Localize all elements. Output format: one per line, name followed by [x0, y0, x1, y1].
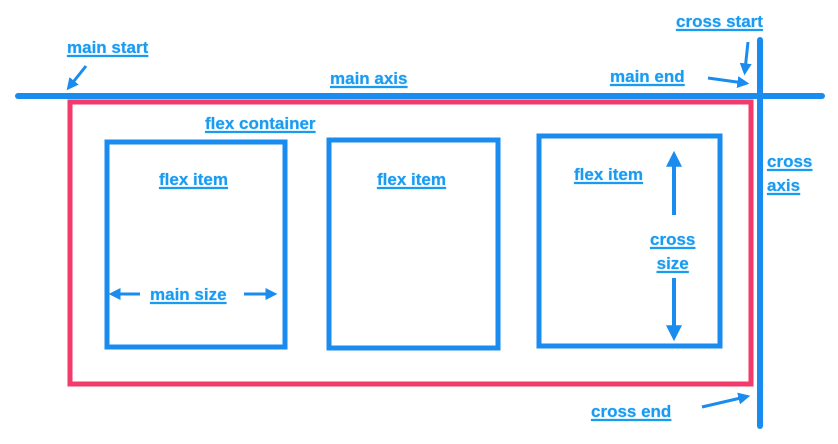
flex-item-box-3 — [536, 133, 723, 349]
label-cross-end: cross end — [591, 402, 672, 421]
label-cross-axis-line2: axis — [767, 176, 801, 195]
label-cross-axis-line1: cross — [767, 152, 813, 171]
label-cross-size-line1: cross — [650, 230, 696, 249]
label-cross-axis: cross axis — [767, 150, 812, 198]
main-end-arrow — [707, 76, 750, 89]
label-flex-item-2: flex item — [377, 170, 446, 189]
label-cross-size: cross size — [650, 228, 695, 276]
label-main-size: main size — [150, 285, 227, 304]
label-flex-item-1: flex item — [159, 170, 228, 189]
label-main-start: main start — [67, 38, 149, 57]
label-cross-start: cross start — [676, 12, 763, 31]
main-start-arrow — [66, 65, 88, 91]
flex-item-box-2 — [326, 137, 501, 351]
label-main-axis: main axis — [330, 69, 408, 88]
label-flex-container: flex container — [205, 114, 316, 133]
flex-item-box-1 — [104, 139, 288, 350]
label-cross-size-line2: size — [656, 254, 689, 273]
cross-start-arrow — [739, 41, 752, 76]
label-main-end: main end — [610, 67, 685, 86]
flex-container-box — [67, 99, 754, 387]
cross-end-arrow — [701, 392, 751, 409]
label-flex-item-3: flex item — [574, 165, 643, 184]
